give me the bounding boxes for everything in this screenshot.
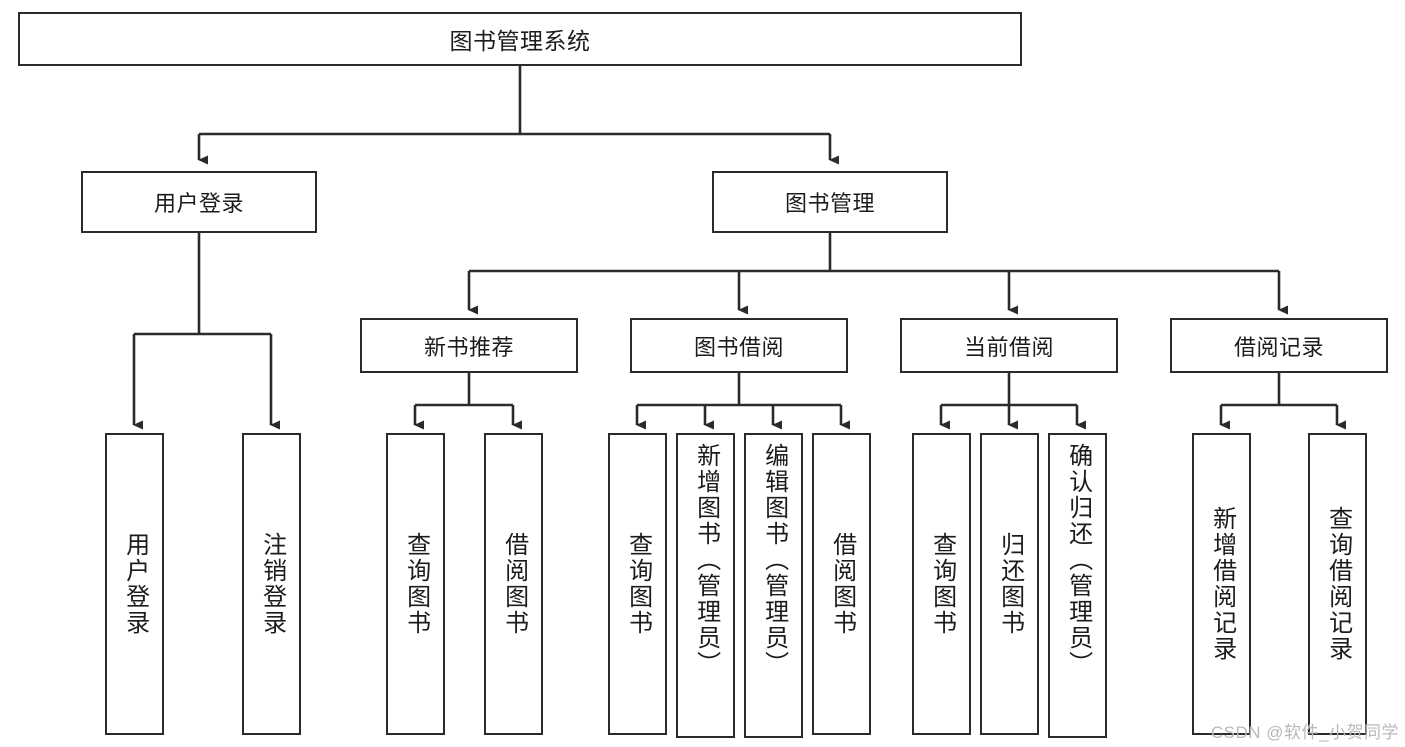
node-book-management[interactable]: 图书管理 [712,171,948,233]
node-label: 图书管理系统 [449,28,591,54]
node-label: 编辑图书（管理员） [760,443,788,677]
leaf-query-book-current[interactable]: 查询图书 [912,433,971,735]
watermark-text: CSDN @软件_小贺同学 [1210,723,1399,742]
node-label: 注销登录 [258,532,286,636]
node-label: 借阅记录 [1233,334,1324,360]
node-label: 查询图书 [624,532,652,636]
node-label: 图书借阅 [693,334,784,360]
leaf-confirm-return-admin[interactable]: 确认归还（管理员） [1048,433,1107,738]
leaf-query-book-recommend[interactable]: 查询图书 [386,433,445,735]
node-label: 新增图书（管理员） [692,443,720,677]
leaf-borrow-book[interactable]: 借阅图书 [812,433,871,735]
leaf-add-book-admin[interactable]: 新增图书（管理员） [676,433,735,738]
node-label: 图书管理 [784,191,875,216]
node-label: 用户登录 [153,191,244,216]
node-label: 查询图书 [928,532,956,636]
leaf-borrow-book-recommend[interactable]: 借阅图书 [484,433,543,735]
leaf-logout[interactable]: 注销登录 [242,433,301,735]
node-book-borrow[interactable]: 图书借阅 [630,318,848,373]
node-borrow-record[interactable]: 借阅记录 [1170,318,1388,373]
node-label: 确认归还（管理员） [1064,443,1092,677]
leaf-edit-book-admin[interactable]: 编辑图书（管理员） [744,433,803,738]
node-current-borrow[interactable]: 当前借阅 [900,318,1118,373]
node-label: 借阅图书 [828,532,856,636]
leaf-return-book[interactable]: 归还图书 [980,433,1039,735]
node-label: 新书推荐 [423,334,514,360]
node-label: 查询借阅记录 [1324,506,1352,662]
node-user-login[interactable]: 用户登录 [81,171,317,233]
node-label: 查询图书 [402,532,430,636]
node-label: 借阅图书 [500,532,528,636]
leaf-query-book-borrow[interactable]: 查询图书 [608,433,667,735]
node-label: 新增借阅记录 [1208,506,1236,662]
node-new-book-recommend[interactable]: 新书推荐 [360,318,578,373]
node-root-system[interactable]: 图书管理系统 [18,12,1022,66]
node-label: 归还图书 [996,532,1024,636]
leaf-add-borrow-record[interactable]: 新增借阅记录 [1192,433,1251,735]
node-label: 当前借阅 [963,334,1054,360]
leaf-query-borrow-record[interactable]: 查询借阅记录 [1308,433,1367,735]
leaf-user-login[interactable]: 用户登录 [105,433,164,735]
node-label: 用户登录 [121,532,149,636]
